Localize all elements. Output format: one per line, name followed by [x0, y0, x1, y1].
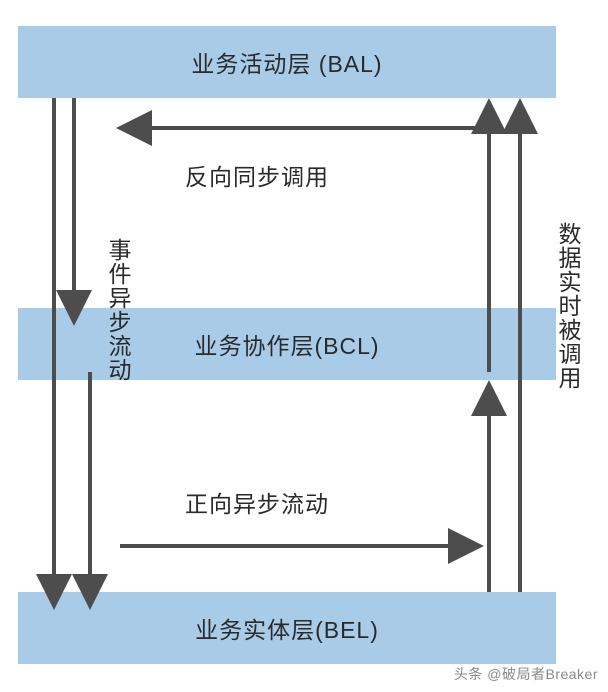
edge-label-forward-async: 正向异步流动 [185, 491, 329, 517]
edge-label-data-realtime: 数据实时被调用 [555, 222, 581, 390]
watermark-text: 头条 @破局者Breaker [453, 666, 598, 682]
edge-label-reverse-sync: 反向同步调用 [185, 164, 329, 190]
layer-band-bcl: 业务协作层(BCL) [18, 308, 556, 380]
layer-band-bel: 业务实体层(BEL) [18, 592, 556, 664]
edge-label-event-async: 事件异步流动 [105, 238, 131, 382]
layer-label-bel: 业务实体层(BEL) [195, 617, 379, 643]
layer-band-bal: 业务活动层 (BAL) [18, 26, 556, 98]
layer-label-bcl: 业务协作层(BCL) [194, 333, 380, 359]
layer-label-bal: 业务活动层 (BAL) [191, 51, 383, 77]
